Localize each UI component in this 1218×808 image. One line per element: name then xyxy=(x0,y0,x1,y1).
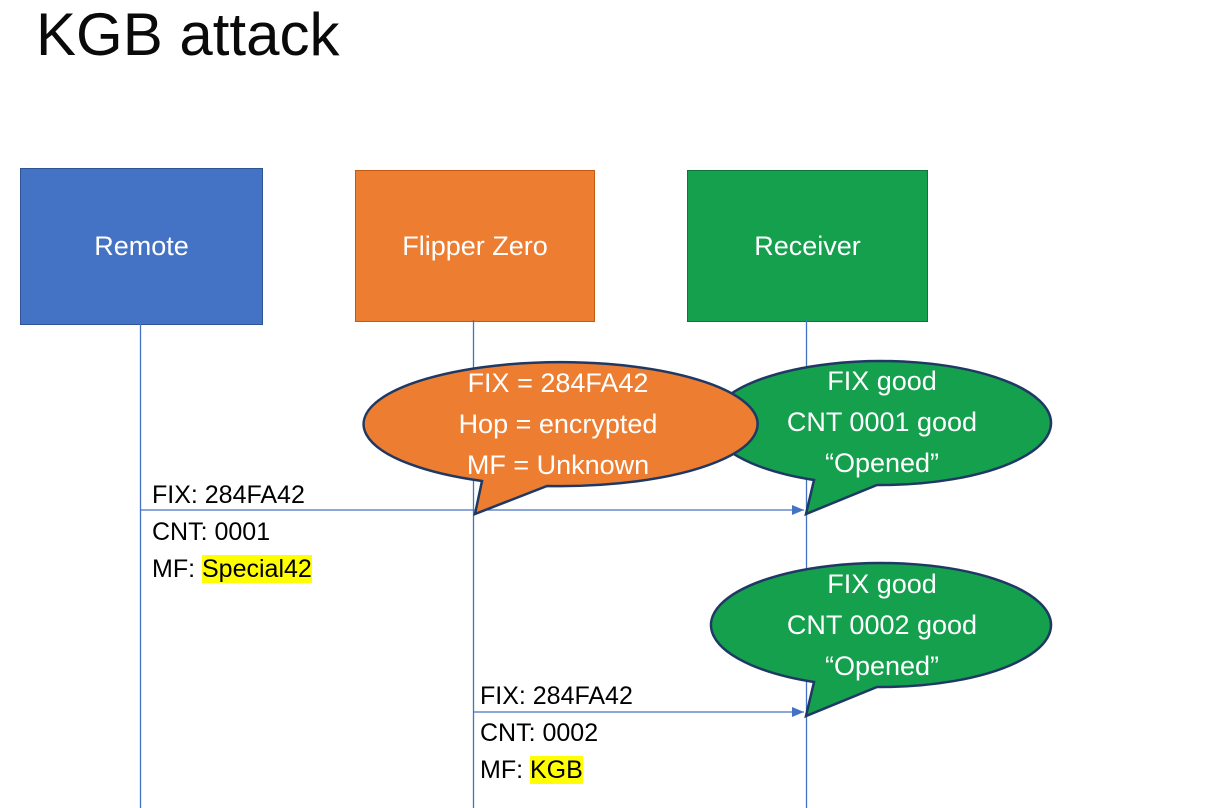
message-1-mf: MF: Special42 xyxy=(152,551,312,588)
actor-box-receiver: Receiver xyxy=(687,170,928,322)
message-1-mf-value: Special42 xyxy=(202,555,312,583)
speech-bubble-receiver-2 xyxy=(709,561,1053,719)
bubble-line: FIX good xyxy=(827,366,937,396)
actor-box-flipper: Flipper Zero xyxy=(355,170,595,322)
message-2-mf-value: KGB xyxy=(530,756,583,784)
slide-title: KGB attack xyxy=(36,1,340,68)
actor-receiver-label: Receiver xyxy=(754,230,861,261)
bubble-line: FIX good xyxy=(827,569,937,599)
bubble-line: “Opened” xyxy=(824,651,940,681)
bubble-line: CNT 0002 good xyxy=(786,610,978,640)
message-2-fix: FIX: 284FA42 xyxy=(480,682,633,710)
message-1-labels: FIX: 284FA42 CNT: 0001 MF: Special42 xyxy=(152,477,312,588)
bubble-line: MF = Unknown xyxy=(466,450,650,480)
message-1-fix: FIX: 284FA42 xyxy=(152,481,305,509)
bubble-line: “Opened” xyxy=(824,448,940,478)
bubble-line: CNT 0001 good xyxy=(786,407,978,437)
message-1-mf-label: MF: xyxy=(152,555,202,583)
message-2-mf: MF: KGB xyxy=(480,752,633,789)
speech-bubble-receiver-2-text: FIX good CNT 0002 good “Opened” xyxy=(712,564,1052,687)
speech-bubble-flipper xyxy=(362,360,759,517)
speech-bubble-flipper-text: FIX = 284FA42 Hop = encrypted MF = Unkno… xyxy=(361,363,755,486)
actor-remote-label: Remote xyxy=(94,231,189,261)
message-2-mf-label: MF: xyxy=(480,756,530,784)
actor-box-remote: Remote xyxy=(20,168,263,325)
message-2-labels: FIX: 284FA42 CNT: 0002 MF: KGB xyxy=(480,678,633,789)
message-2-cnt: CNT: 0002 xyxy=(480,719,599,747)
bubble-line: Hop = encrypted xyxy=(458,409,658,439)
actor-flipper-label: Flipper Zero xyxy=(402,230,548,261)
bubble-line: FIX = 284FA42 xyxy=(467,368,649,398)
speech-bubble-receiver-1-text: FIX good CNT 0001 good “Opened” xyxy=(712,361,1052,484)
message-1-cnt: CNT: 0001 xyxy=(152,518,271,546)
